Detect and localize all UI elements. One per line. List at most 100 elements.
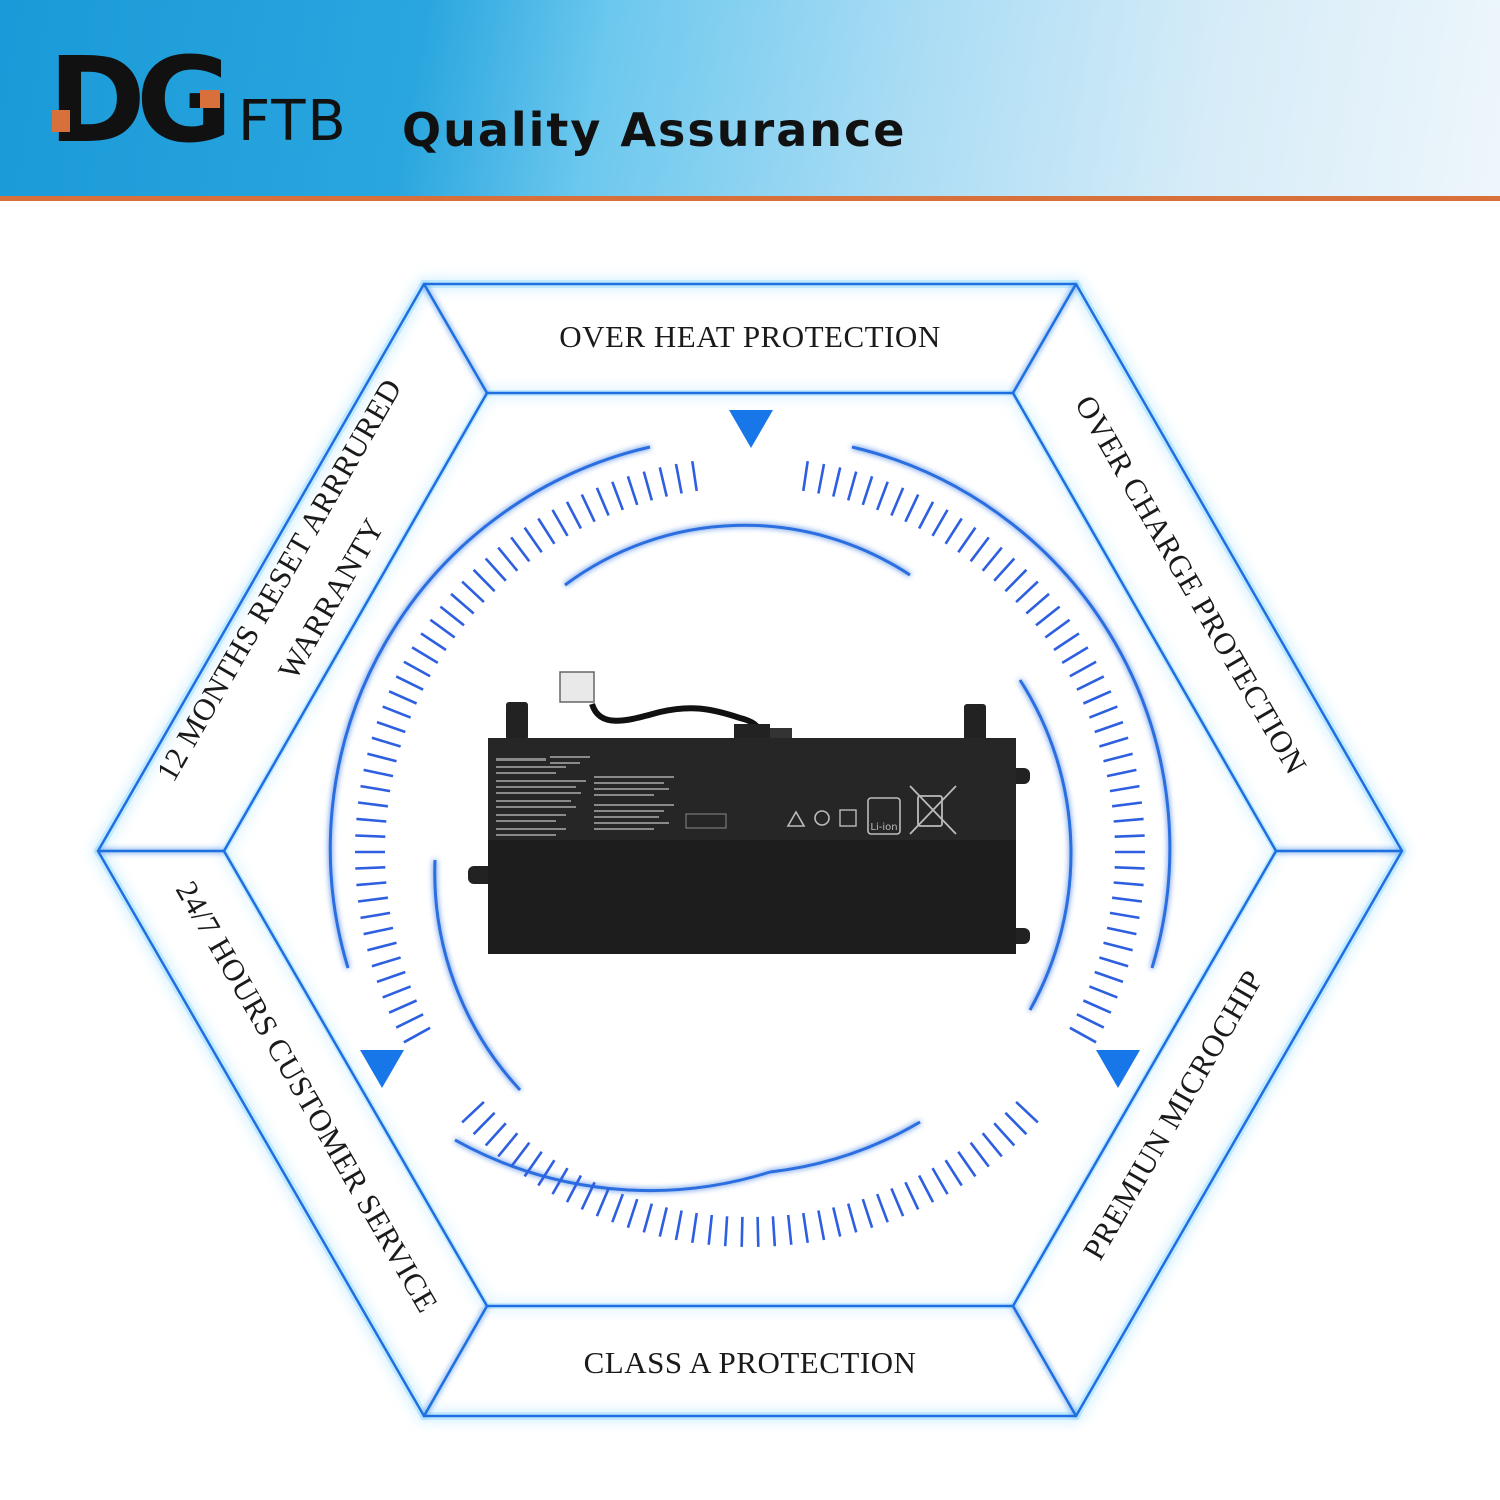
tick-mark — [1109, 911, 1140, 920]
tick-mark — [1061, 646, 1089, 665]
tick-mark — [642, 471, 654, 501]
tick-mark — [931, 509, 949, 537]
tick-mark — [1015, 1100, 1039, 1124]
tick-mark — [388, 690, 418, 705]
battery-image: Li-ion — [468, 671, 1030, 954]
tick-mark — [802, 461, 809, 492]
tick-mark — [658, 1207, 668, 1237]
tick-mark — [817, 463, 826, 494]
brand-logo: DG FTB — [48, 41, 348, 159]
tick-mark — [1076, 1013, 1105, 1029]
feature-lower-left: 24/7 HOURS CUSTOMER SERVICE — [169, 875, 445, 1318]
tick-mark — [484, 557, 507, 582]
tick-mark — [993, 1122, 1016, 1147]
tick-mark — [904, 494, 920, 523]
tick-mark — [411, 646, 439, 665]
tick-mark — [802, 1212, 809, 1243]
tick-mark — [642, 1203, 654, 1233]
tick-mark — [1035, 605, 1061, 627]
tick-mark — [551, 1167, 569, 1195]
tick-mark — [388, 999, 418, 1014]
tick-mark — [1069, 660, 1097, 678]
tick-mark — [551, 509, 569, 537]
logo-sub: FTB — [238, 89, 348, 154]
tick-mark — [363, 926, 394, 936]
tick-mark — [1099, 736, 1129, 748]
tick-mark — [1088, 985, 1118, 999]
tick-mark — [981, 1132, 1003, 1158]
tick-mark — [691, 1212, 698, 1243]
logo-accent-left — [52, 110, 70, 132]
bin-icon — [909, 785, 957, 835]
tick-mark — [360, 911, 391, 920]
arrow-marker-top — [729, 410, 773, 448]
tick-mark — [357, 896, 389, 903]
tick-mark — [626, 1198, 639, 1229]
tick-mark — [565, 1174, 583, 1203]
tick-mark — [817, 1210, 826, 1241]
tick-mark — [580, 1181, 596, 1210]
ring-arcs — [328, 445, 1172, 1192]
tick-mark — [420, 632, 447, 652]
tick-mark — [944, 517, 963, 545]
tick-mark — [1069, 1026, 1097, 1044]
tick-mark — [565, 501, 583, 530]
tick-mark — [993, 557, 1016, 582]
tick-mark — [537, 1159, 556, 1187]
tick-mark — [658, 467, 668, 497]
tick-mark — [1103, 752, 1133, 763]
tick-mark — [355, 834, 386, 838]
tick-mark — [360, 784, 391, 793]
recycle-icon — [867, 797, 901, 835]
tick-mark — [1082, 690, 1112, 705]
tick-mark — [510, 536, 531, 563]
tick-mark — [957, 1150, 977, 1178]
tick-mark — [969, 536, 990, 563]
header-divider — [0, 196, 1500, 201]
tick-mark — [1076, 675, 1105, 691]
tick-mark — [376, 970, 406, 984]
tick-mark — [510, 1141, 531, 1168]
hexagon-connectors — [98, 283, 1402, 1417]
battery-badge: Li-ion — [870, 822, 897, 833]
feature-upper-right: OVER CHARGE PROTECTION — [1068, 389, 1314, 780]
tick-mark — [382, 985, 412, 999]
tick-mark — [367, 752, 397, 763]
tick-mark — [611, 481, 625, 511]
tick-mark — [875, 481, 889, 511]
tick-mark — [756, 1216, 760, 1247]
tick-mark — [1004, 1111, 1028, 1136]
tick-mark — [931, 1167, 949, 1195]
page-headline: Quality Assurance — [402, 103, 907, 157]
tick-mark — [1099, 956, 1129, 968]
tick-mark — [1094, 720, 1124, 734]
header-banner — [0, 0, 1500, 196]
tick-mark — [1044, 618, 1071, 639]
tick-mark — [1094, 970, 1124, 984]
tick-mark — [1111, 896, 1143, 903]
feature-bottom: CLASS A PROTECTION — [584, 1345, 917, 1380]
tick-mark — [382, 705, 412, 719]
tick-mark — [981, 546, 1003, 572]
tick-mark — [890, 1187, 905, 1217]
tick-mark — [595, 1187, 610, 1217]
tick-mark — [832, 1207, 842, 1237]
tick-mark — [403, 660, 431, 678]
tick-mark — [355, 866, 386, 870]
tick-mark — [1015, 580, 1039, 604]
tick-mark — [875, 1193, 889, 1223]
tick-mark — [1082, 999, 1112, 1014]
tick-mark — [861, 475, 874, 506]
tick-mark — [472, 568, 496, 593]
tick-mark — [450, 592, 475, 615]
tick-mark — [1106, 768, 1137, 778]
tick-mark — [771, 1216, 777, 1247]
tick-mark — [1004, 568, 1028, 593]
tick-mark — [1111, 801, 1143, 808]
tick-mark — [484, 1122, 507, 1147]
tick-mark — [580, 494, 596, 523]
tick-mark — [356, 881, 387, 887]
logo-accent-right — [200, 90, 220, 108]
tick-mark — [740, 1216, 744, 1247]
tick-mark — [707, 1214, 714, 1245]
